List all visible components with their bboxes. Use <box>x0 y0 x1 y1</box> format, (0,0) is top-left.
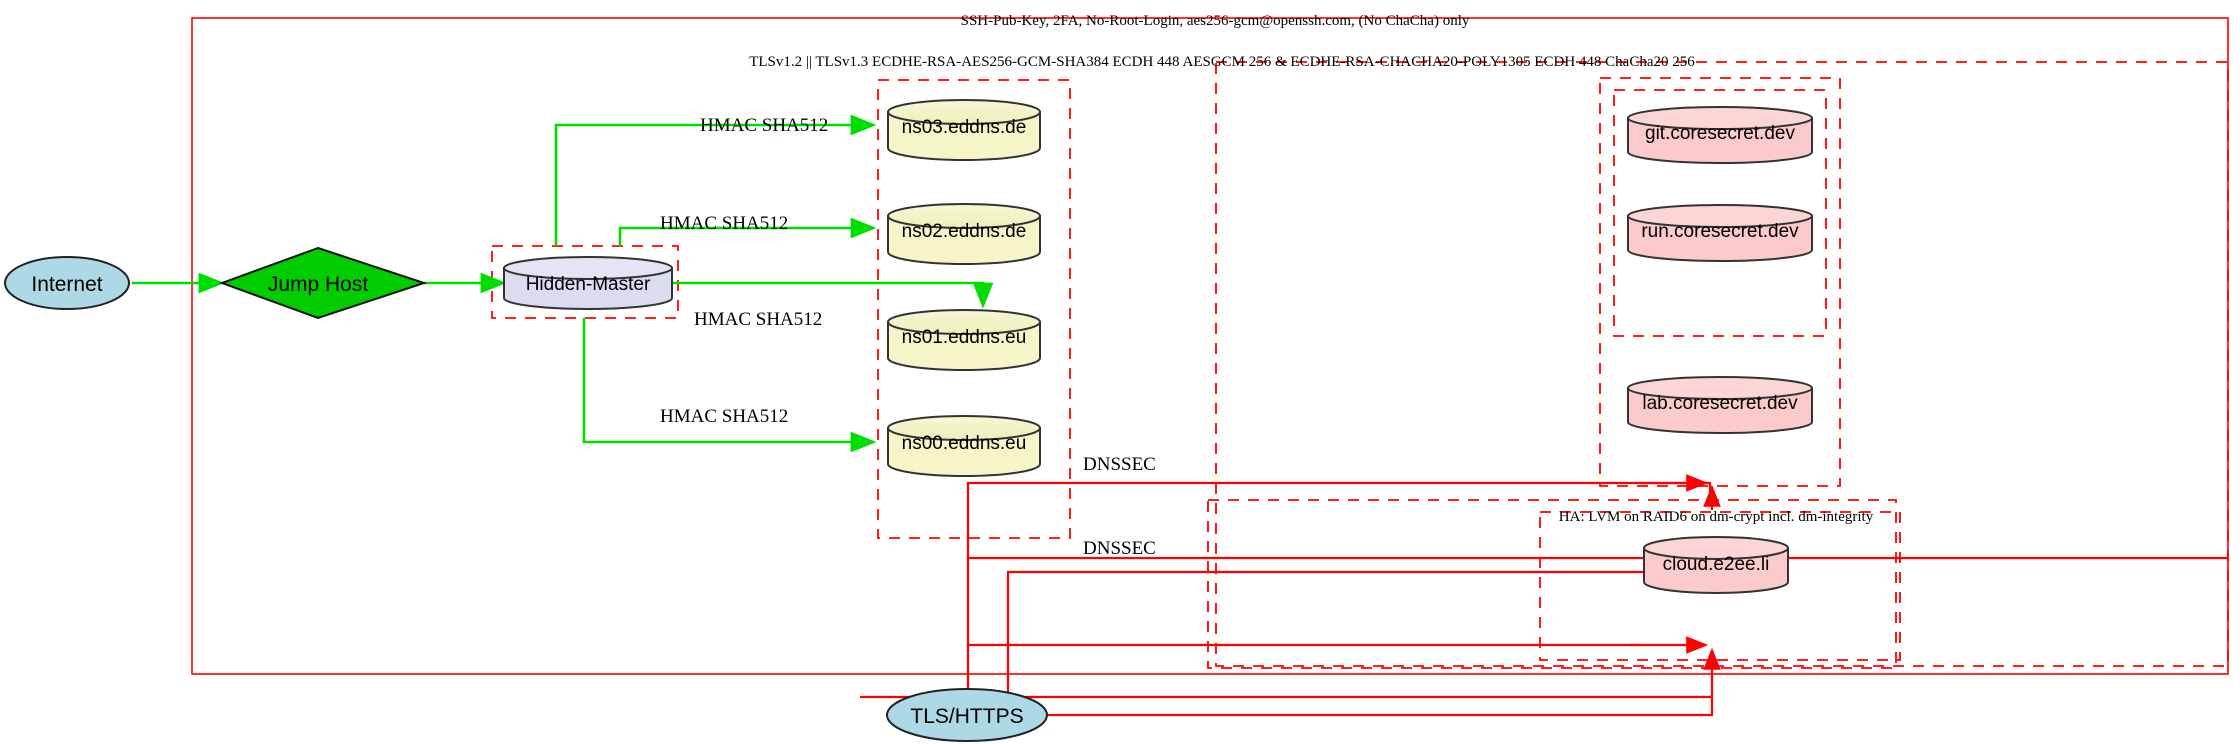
link-dnssec-lower <box>1006 570 1715 712</box>
edge-label-hmac-3: HMAC SHA512 <box>660 406 788 427</box>
ha-cluster-label: HA: LVM on RAID6 on dm-crypt incl. dm-in… <box>1559 509 1874 525</box>
node-dns-2-label: ns01.eddns.eu <box>902 327 1027 348</box>
link-master-ns03 <box>554 114 877 246</box>
node-internet[interactable]: Internet <box>4 256 130 310</box>
link-master-ns00 <box>582 318 877 453</box>
node-hidden-master-label: Hidden-Master <box>526 274 651 295</box>
edge-label-hmac-1: HMAC SHA512 <box>660 213 788 234</box>
dns-cluster-box <box>877 79 1071 539</box>
node-app-0[interactable]: git.coresecret.dev <box>1627 106 1813 164</box>
edge-label-hmac-2: HMAC SHA512 <box>694 309 822 330</box>
node-hidden-master[interactable]: Hidden-Master <box>503 256 673 310</box>
node-dns-2[interactable]: ns01.eddns.eu <box>887 309 1041 371</box>
node-jump-host-label: Jump Host <box>268 273 369 296</box>
link-tls-node-right <box>1047 680 1714 717</box>
node-cloud-0-label: cloud.e2ee.li <box>1663 554 1770 575</box>
link-master-ns01 <box>672 281 994 309</box>
node-dns-1[interactable]: ns02.eddns.de <box>887 203 1041 265</box>
node-cloud-0[interactable]: cloud.e2ee.li <box>1643 536 1789 594</box>
tls-boundary-label: TLSv1.2 || TLSv1.3 ECDHE-RSA-AES256-GCM-… <box>749 54 1695 70</box>
node-app-0-label: git.coresecret.dev <box>1645 123 1795 144</box>
edge-label-dnssec-0: DNSSEC <box>1083 454 1156 475</box>
edge-label-hmac-0: HMAC SHA512 <box>700 115 828 136</box>
app-cluster-inner-box <box>1613 89 1827 337</box>
node-app-1[interactable]: run.coresecret.dev <box>1627 204 1813 262</box>
node-app-2[interactable]: lab.coresecret.dev <box>1627 376 1813 434</box>
node-tls-https-label: TLS/HTTPS <box>910 705 1023 728</box>
tls-boundary-box <box>1215 61 2229 667</box>
edge-label-dnssec-1: DNSSEC <box>1083 538 1156 559</box>
node-internet-label: Internet <box>31 273 102 296</box>
node-jump-host[interactable]: Jump Host <box>219 246 428 320</box>
node-dns-3[interactable]: ns00.eddns.eu <box>887 415 1041 477</box>
node-tls-https[interactable]: TLS/HTTPS <box>886 688 1048 742</box>
node-app-1-label: run.coresecret.dev <box>1641 221 1799 242</box>
link-master-ns02 <box>618 217 877 246</box>
node-dns-0-label: ns03.eddns.de <box>902 117 1027 138</box>
node-app-2-label: lab.coresecret.dev <box>1642 393 1798 414</box>
node-dns-1-label: ns02.eddns.de <box>902 221 1027 242</box>
node-dns-3-label: ns00.eddns.eu <box>902 433 1027 454</box>
ssh-boundary-label: SSH-Pub-Key, 2FA, No-Root-Login, aes256-… <box>961 13 1470 29</box>
node-dns-0[interactable]: ns03.eddns.de <box>887 99 1041 161</box>
ha-cluster-outer-box <box>1207 499 1897 669</box>
ssh-boundary-box <box>191 17 2229 675</box>
